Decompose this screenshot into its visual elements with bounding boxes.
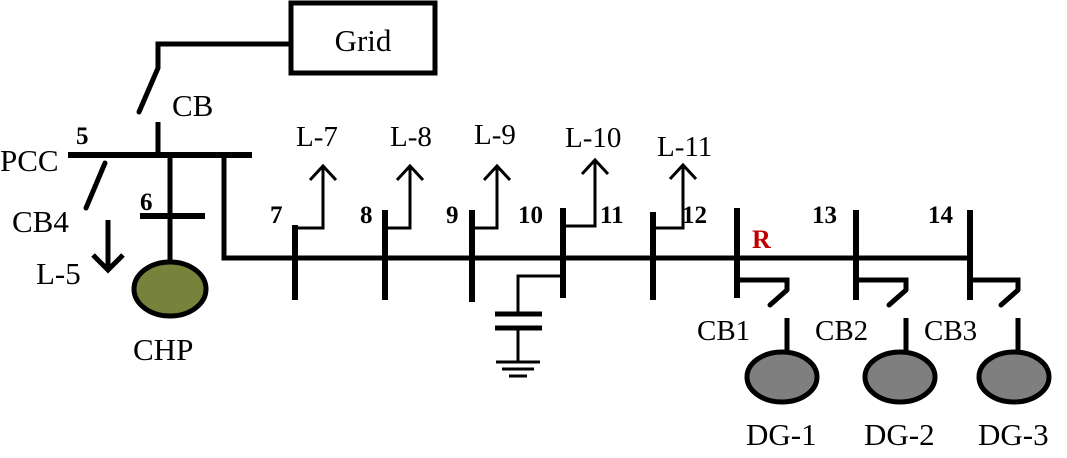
dg3-label: DG-3 [978, 417, 1049, 452]
load-l10-arrow-head [580, 157, 610, 176]
load-l7-arrow-head [308, 163, 338, 182]
cb3-switch [998, 287, 1021, 308]
cb-label: CB [172, 88, 213, 123]
capacitor-feeder [516, 274, 563, 314]
pcc-label: PCC [0, 143, 59, 178]
load-l8-arrow-head [395, 163, 425, 182]
load-l11-label: L-11 [657, 131, 712, 163]
grid-feeder [155, 41, 291, 68]
cb2-switch [886, 287, 909, 308]
cb-switch [136, 65, 161, 115]
bus-6-number: 6 [140, 189, 153, 216]
grid-label: Grid [335, 23, 392, 58]
load-l10-feeder [563, 160, 597, 228]
cb4-switch [83, 160, 108, 211]
cb1-switch [767, 287, 790, 308]
bus-13-number: 13 [812, 202, 837, 229]
cb4-label: CB4 [12, 204, 69, 239]
cb2-label: CB2 [815, 315, 868, 347]
dg1-label: DG-1 [746, 417, 817, 452]
chp-generator [131, 259, 209, 319]
load-l10-label: L-10 [565, 122, 621, 154]
cb3-feeder [970, 277, 1021, 290]
bus-11-number: 11 [600, 202, 624, 229]
load-l5-arrow-head [91, 253, 125, 274]
dg1-generator [744, 349, 820, 405]
load-l5-label: L-5 [36, 256, 81, 291]
cb1-feeder [737, 277, 790, 290]
load-l7-feeder [295, 166, 325, 230]
bus-5-number: 5 [76, 123, 89, 150]
load-l11-feeder [653, 165, 685, 230]
dg2-label: DG-2 [864, 417, 935, 452]
dg2-generator [862, 349, 938, 405]
grid-box [288, 0, 438, 76]
load-l8-label: L-8 [390, 121, 432, 153]
load-l9-feeder [472, 166, 499, 230]
bus-14-number: 14 [928, 202, 954, 229]
load-l8-feeder [385, 166, 412, 230]
bus-8-number: 8 [360, 202, 373, 229]
main-feeder [221, 155, 972, 261]
load-l7-label: L-7 [296, 121, 338, 153]
chp-label: CHP [133, 332, 193, 367]
cb3-label: CB3 [924, 315, 977, 347]
bus-9-number: 9 [446, 202, 459, 229]
load-l11-arrow-head [668, 162, 698, 181]
bus-7-number: 7 [270, 202, 283, 229]
cb1-label: CB1 [697, 315, 750, 347]
bus-12-number: 12 [682, 202, 707, 229]
load-l9-arrow-head [482, 163, 512, 182]
bus-10-number: 10 [518, 202, 543, 229]
load-l9-label: L-9 [474, 119, 516, 151]
dg3-generator [976, 349, 1052, 405]
cb2-feeder [856, 277, 909, 290]
r-marker-label: R [752, 225, 771, 254]
